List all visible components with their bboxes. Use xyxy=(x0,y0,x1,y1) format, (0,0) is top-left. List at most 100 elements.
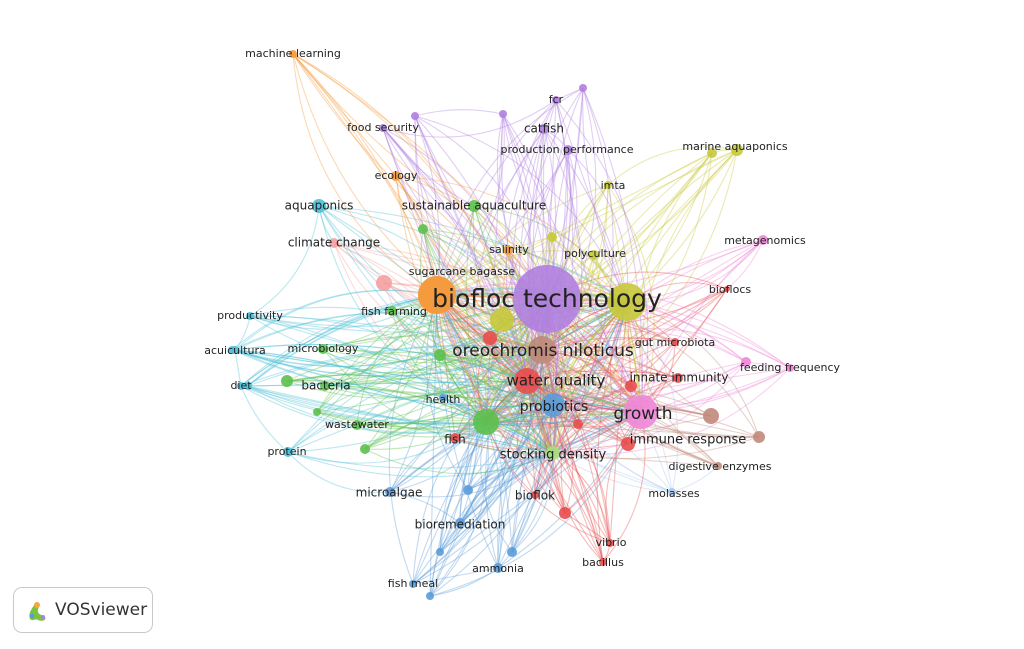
label-fish[interactable]: fish xyxy=(444,433,465,447)
label-molasses[interactable]: molasses xyxy=(648,487,699,500)
label-biofloc[interactable]: bioflok xyxy=(515,489,555,503)
node-blue_s4[interactable] xyxy=(426,592,434,600)
node-on[interactable] xyxy=(528,336,556,364)
node-green_big[interactable] xyxy=(473,409,499,435)
node-vibrio[interactable] xyxy=(606,539,614,547)
node-purple_s1[interactable] xyxy=(411,112,419,120)
label-metagenomics[interactable]: metagenomics xyxy=(724,234,806,247)
node-salmon_mid[interactable] xyxy=(376,275,392,291)
node-cyan_s2[interactable] xyxy=(228,346,236,354)
node-bacillus[interactable] xyxy=(599,558,607,566)
node-cc[interactable] xyxy=(329,238,339,248)
node-microbiology[interactable] xyxy=(318,344,328,354)
node-brown_mid[interactable] xyxy=(703,408,719,424)
node-yellow_s1[interactable] xyxy=(547,232,557,242)
node-fcr[interactable] xyxy=(552,96,560,104)
node-pink_small[interactable] xyxy=(741,357,751,367)
label-productivity[interactable]: productivity xyxy=(217,309,283,322)
node-microalgae[interactable] xyxy=(385,487,395,497)
node-yellow_mid[interactable] xyxy=(490,308,514,332)
label-sa[interactable]: sustainable aquaculture xyxy=(402,199,546,213)
node-aquaponics[interactable] xyxy=(312,199,326,213)
label-diet[interactable]: diet xyxy=(230,379,252,392)
node-yellow_s2[interactable] xyxy=(707,148,717,158)
node-ma[interactable] xyxy=(731,144,743,156)
label-vibrio[interactable]: vibrio xyxy=(596,536,627,549)
label-pp[interactable]: production performance xyxy=(500,143,633,156)
node-diet[interactable] xyxy=(237,382,245,390)
label-cc[interactable]: climate change xyxy=(288,236,380,250)
label-imta[interactable]: imta xyxy=(601,179,626,192)
label-growth[interactable]: growth xyxy=(613,404,672,424)
label-wastewater[interactable]: wastewater xyxy=(325,418,389,431)
label-gm[interactable]: gut microbiota xyxy=(635,336,715,349)
node-ir[interactable] xyxy=(621,437,635,451)
label-wq[interactable]: water quality xyxy=(507,372,606,390)
node-ii[interactable] xyxy=(673,373,683,383)
node-yellow_big[interactable] xyxy=(608,283,646,321)
label-ml[interactable]: machine learning xyxy=(245,47,341,60)
node-metagenomics[interactable] xyxy=(758,235,768,245)
label-bioflocs[interactable]: bioflocs xyxy=(709,283,751,296)
node-sa[interactable] xyxy=(468,200,480,212)
node-green_s4[interactable] xyxy=(418,224,428,234)
node-red_small2[interactable] xyxy=(573,419,583,429)
label-ammonia[interactable]: ammonia xyxy=(472,562,524,575)
node-fs[interactable] xyxy=(379,124,387,132)
label-microalgae[interactable]: microalgae xyxy=(356,486,423,500)
node-bioflocs[interactable] xyxy=(724,286,730,292)
label-polyculture[interactable]: polyculture xyxy=(564,247,626,260)
node-green_s3[interactable] xyxy=(360,444,370,454)
node-fq[interactable] xyxy=(786,364,794,372)
node-red_small1[interactable] xyxy=(625,380,637,392)
node-green_s2[interactable] xyxy=(281,375,293,387)
node-imta[interactable] xyxy=(604,181,612,189)
node-protein[interactable] xyxy=(283,447,293,457)
node-biofloc[interactable] xyxy=(531,491,539,499)
label-acuicultura[interactable]: acuicultura xyxy=(204,344,265,357)
node-red_small3[interactable] xyxy=(559,507,571,519)
node-health[interactable] xyxy=(439,394,447,402)
node-ml[interactable] xyxy=(289,50,297,58)
node-brown_small[interactable] xyxy=(753,431,765,443)
node-green_s1[interactable] xyxy=(434,349,446,361)
label-fs[interactable]: food security xyxy=(347,121,419,134)
node-wq[interactable] xyxy=(514,368,540,394)
node-blue_s3[interactable] xyxy=(507,547,517,557)
node-gm[interactable] xyxy=(671,338,679,346)
label-on[interactable]: oreochromis niloticus xyxy=(452,341,634,361)
node-orange_big[interactable] xyxy=(418,276,456,314)
node-productivity[interactable] xyxy=(246,312,254,320)
node-wastewater[interactable] xyxy=(352,420,362,430)
label-bacillus[interactable]: bacillus xyxy=(582,556,624,569)
label-salinity[interactable]: salinity xyxy=(489,243,529,256)
label-ii[interactable]: innate immunity xyxy=(630,371,729,385)
vosviewer-logo-badge[interactable]: VOSviewer xyxy=(13,587,153,633)
label-ir[interactable]: immune response xyxy=(630,433,747,448)
node-sd[interactable] xyxy=(546,446,560,460)
node-fish[interactable] xyxy=(450,433,460,443)
label-health[interactable]: health xyxy=(426,393,461,406)
label-probiotics[interactable]: probiotics xyxy=(520,399,589,415)
node-molasses[interactable] xyxy=(668,488,676,496)
node-blue_s1[interactable] xyxy=(463,485,473,495)
node-bft[interactable] xyxy=(513,265,581,333)
label-fq[interactable]: feeding frequency xyxy=(740,361,841,374)
label-sb[interactable]: sugarcane bagasse xyxy=(409,265,516,278)
node-ff[interactable] xyxy=(387,306,397,316)
node-ecology[interactable] xyxy=(391,171,401,181)
label-bacteria[interactable]: bacteria xyxy=(301,379,350,393)
label-ff[interactable]: fish farming xyxy=(361,305,427,318)
node-polyculture[interactable] xyxy=(589,250,599,260)
node-bioremediation[interactable] xyxy=(455,518,465,528)
label-bioremediation[interactable]: bioremediation xyxy=(415,518,506,532)
label-de[interactable]: digestive enzymes xyxy=(669,460,772,473)
node-growth[interactable] xyxy=(624,395,658,429)
label-bft[interactable]: biofloc technology xyxy=(432,284,662,313)
node-probiotics[interactable] xyxy=(541,393,565,417)
node-purple_s2[interactable] xyxy=(499,110,507,118)
label-fishmeal[interactable]: fish meal xyxy=(388,577,438,590)
node-cyan_s1[interactable] xyxy=(244,382,252,390)
label-fcr[interactable]: fcr xyxy=(549,93,564,106)
label-protein[interactable]: protein xyxy=(267,445,306,458)
